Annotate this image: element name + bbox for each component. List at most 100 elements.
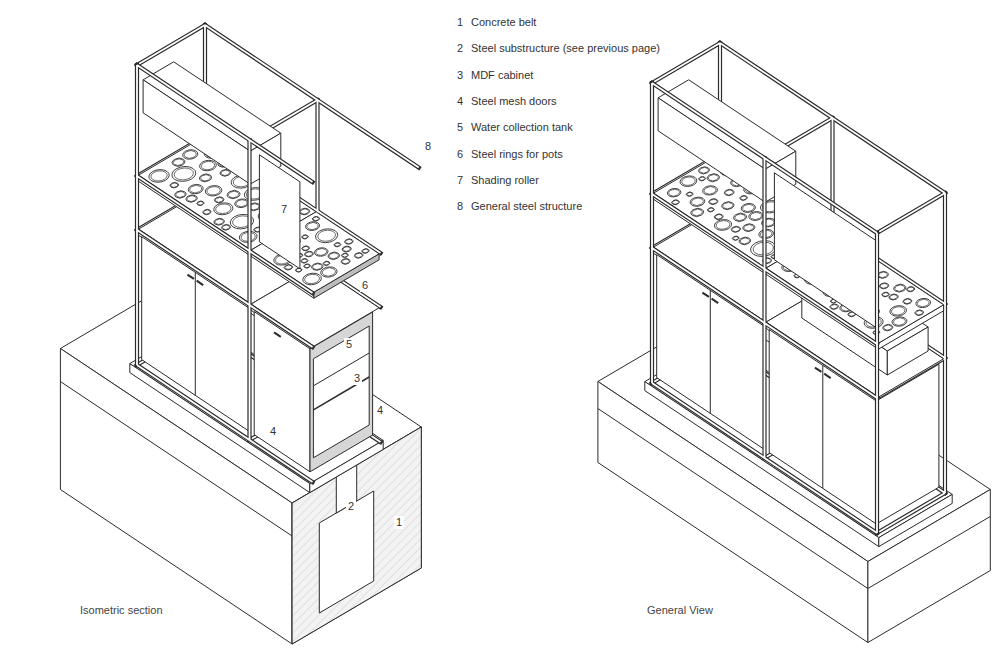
steel-ring-inner <box>204 185 223 197</box>
steel-ring-inner <box>174 190 187 198</box>
steel-ring <box>901 297 913 305</box>
steel-ring <box>887 293 900 301</box>
legend-number: 3 <box>457 69 463 82</box>
steel-ring <box>184 194 200 204</box>
steel-ring <box>340 252 349 258</box>
steel-ring-inner <box>312 216 320 221</box>
steel-ring <box>300 258 310 264</box>
steel-ring <box>731 235 740 241</box>
steel-ring-inner <box>299 208 310 215</box>
steel-ring-inner <box>686 192 694 197</box>
steel-ring-inner <box>361 248 369 253</box>
steel-ring <box>225 211 258 231</box>
steel-ring-inner <box>354 252 364 258</box>
tank-bottom <box>313 353 369 386</box>
steel-tube <box>137 176 313 293</box>
steel-ring <box>677 174 701 189</box>
steel-ring <box>202 183 225 198</box>
steel-ring <box>731 212 749 223</box>
steel-ring <box>828 303 840 310</box>
steel-ring-inner <box>732 236 739 241</box>
steel-ring-inner <box>742 223 756 231</box>
steel-ring-inner <box>213 202 235 215</box>
door-joint <box>710 290 711 413</box>
steel-ring-inner <box>739 195 747 200</box>
steel-ring <box>697 176 706 182</box>
steel-tube <box>137 230 313 347</box>
steel-ring-inner <box>214 197 224 204</box>
steel-ring-inner <box>341 258 351 264</box>
steel-ring-inner <box>170 166 197 183</box>
steel-ring <box>707 198 720 206</box>
steel-tube-core <box>652 383 877 533</box>
steel-ring-inner <box>891 316 908 326</box>
steel-ring-inner <box>702 185 719 195</box>
steel-ring <box>210 200 237 217</box>
steel-ring <box>700 184 721 197</box>
steel-ring-inner <box>740 203 756 213</box>
steel-ring <box>180 148 201 161</box>
steel-ring-inner <box>708 198 718 204</box>
steel-tube <box>137 65 313 182</box>
legend-text: Steel rings for pots <box>471 148 563 161</box>
steel-ring <box>685 191 694 197</box>
legend-number: 7 <box>457 174 463 187</box>
steel-ring-inner <box>323 261 330 266</box>
steel-ring <box>705 172 722 183</box>
steel-ring-inner <box>671 200 680 205</box>
steel-ring-inner <box>902 298 912 304</box>
steel-ring <box>706 207 715 213</box>
steel-ring <box>881 323 895 332</box>
legend-text: Shading roller <box>471 174 539 187</box>
steel-tube-core <box>877 193 945 233</box>
legend-text: Concrete belt <box>471 16 536 29</box>
legend-number: 4 <box>457 95 463 108</box>
legend-number: 8 <box>457 200 463 213</box>
steel-tube-core <box>876 233 878 533</box>
steel-ring <box>343 238 355 245</box>
steel-ring-inner <box>915 298 932 308</box>
legend-number: 2 <box>457 42 463 55</box>
steel-ring-inner <box>690 208 704 217</box>
steel-ring-inner <box>724 189 735 196</box>
steel-ring-inner <box>714 214 724 220</box>
steel-ring-inner <box>199 174 213 183</box>
legend-number: 5 <box>457 121 463 134</box>
steel-ring <box>913 297 934 310</box>
steel-tube-core <box>137 230 313 347</box>
view-caption: Isometric section <box>80 604 163 617</box>
general-view <box>598 43 990 643</box>
steel-ring <box>878 282 891 290</box>
steel-ring <box>303 250 315 258</box>
steel-ring-inner <box>879 283 889 289</box>
callout-number: 4 <box>268 425 278 438</box>
steel-tube <box>875 233 879 533</box>
steel-ring-inner <box>304 251 314 257</box>
steel-ring <box>722 188 736 197</box>
door-handle <box>712 299 719 303</box>
legend-text: MDF cabinet <box>471 69 533 82</box>
steel-ring <box>213 196 226 204</box>
steel-ring <box>891 283 908 294</box>
steel-ring <box>711 217 735 232</box>
shading-panel <box>774 173 878 329</box>
callout-number: 2 <box>346 500 356 513</box>
steel-ring <box>197 173 214 184</box>
steel-ring <box>687 195 708 208</box>
steel-ring-inner <box>706 173 720 182</box>
steel-ring-inner <box>707 207 714 212</box>
door-handle <box>702 293 709 297</box>
steel-ring-inner <box>327 252 340 260</box>
steel-tube <box>877 193 945 233</box>
legend-text: General steel structure <box>471 200 582 213</box>
steel-ring-inner <box>187 184 204 194</box>
steel-ring-inner <box>305 221 321 231</box>
steel-ring-inner <box>888 294 898 300</box>
steel-ring <box>360 248 370 254</box>
callout-number: 1 <box>394 516 404 529</box>
door-handle <box>815 368 822 372</box>
steel-ring <box>326 251 342 261</box>
steel-ring-inner <box>199 160 218 172</box>
steel-ring <box>201 208 212 215</box>
